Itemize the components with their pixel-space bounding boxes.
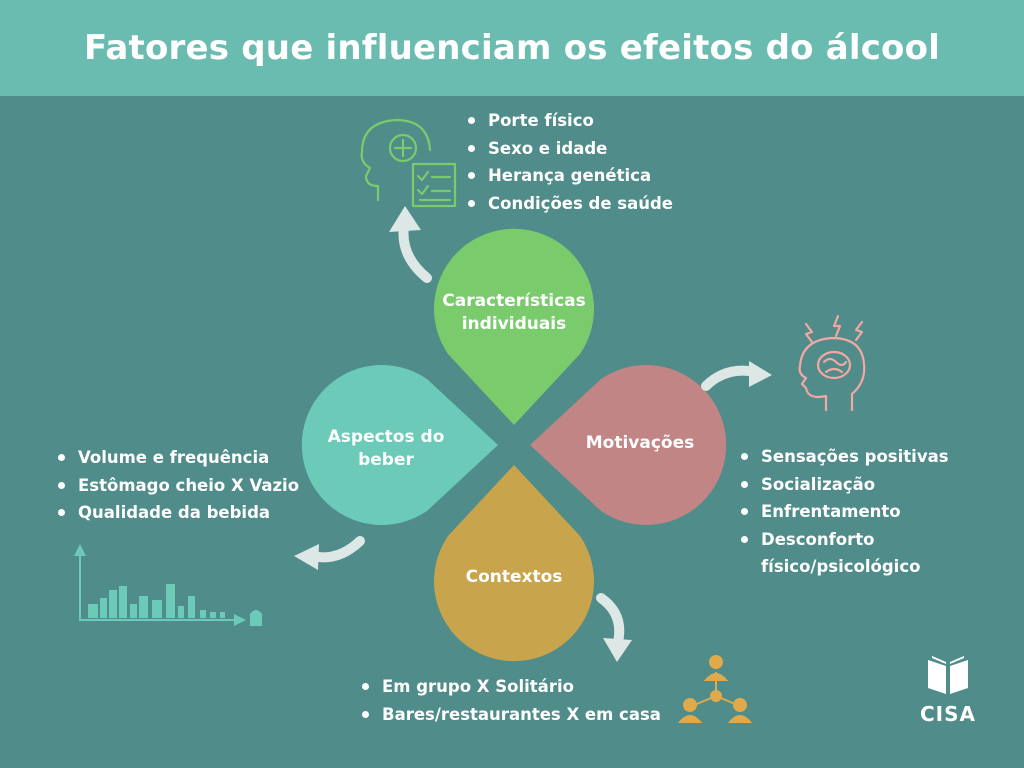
- petal-contexts: [434, 465, 594, 662]
- head-health-checklist-icon: [360, 118, 457, 208]
- arrow-head-drinking: [294, 544, 319, 570]
- petal-label-individual: Características individuais: [442, 291, 586, 334]
- people-network-icon: [677, 655, 753, 723]
- list-item: Enfrentamento: [739, 498, 969, 526]
- list-individual: Porte físico Sexo e idade Herança genéti…: [466, 107, 673, 217]
- brand-logo: CISA: [916, 654, 980, 726]
- list-item: Sensações positivas: [739, 443, 969, 471]
- arrow-to-individual: [398, 221, 432, 283]
- arrow-to-drinking: [307, 536, 365, 563]
- arrow-to-motivations: [701, 365, 761, 391]
- list-item: Volume e frequência: [56, 444, 299, 472]
- header-banner: Fatores que influenciam os efeitos do ál…: [0, 0, 1024, 96]
- list-item: Qualidade da bebida: [56, 499, 299, 527]
- list-item: Em grupo X Solitário: [360, 673, 661, 701]
- page-title: Fatores que influenciam os efeitos do ál…: [83, 28, 941, 68]
- list-item: Porte físico: [466, 107, 673, 135]
- petal-label-drinking: Aspectos do beber: [327, 427, 445, 470]
- list-drinking: Volume e frequência Estômago cheio X Vaz…: [56, 444, 299, 527]
- petal-label-contexts: Contextos: [465, 567, 563, 587]
- brand-name: CISA: [919, 702, 976, 726]
- arrow-to-contexts: [596, 593, 625, 647]
- list-item: Sexo e idade: [466, 135, 673, 163]
- bottles-chart-icon: [74, 544, 262, 626]
- list-item: Herança genética: [466, 162, 673, 190]
- petal-label-motivations: Motivações: [585, 433, 695, 453]
- list-item: Estômago cheio X Vazio: [56, 472, 299, 500]
- factors-diagram: [74, 118, 866, 723]
- arrow-head-motivations: [749, 361, 772, 387]
- list-contexts: Em grupo X Solitário Bares/restaurantes …: [360, 673, 661, 728]
- list-item: Socialização: [739, 471, 969, 499]
- petal-motivations: [530, 365, 727, 525]
- arrow-head-individual: [389, 206, 421, 232]
- list-item: Bares/restaurantes X em casa: [360, 701, 661, 729]
- petal-drinking: [301, 364, 498, 525]
- head-brain-stress-icon: [798, 314, 866, 412]
- open-book-icon: [928, 656, 968, 694]
- list-item: Desconforto físico/psicológico: [739, 526, 927, 581]
- list-motivations: Sensações positivas Socialização Enfrent…: [739, 443, 969, 581]
- arrow-head-contexts: [603, 638, 632, 662]
- list-item: Condições de saúde: [466, 190, 673, 218]
- petal-individual: [434, 228, 594, 425]
